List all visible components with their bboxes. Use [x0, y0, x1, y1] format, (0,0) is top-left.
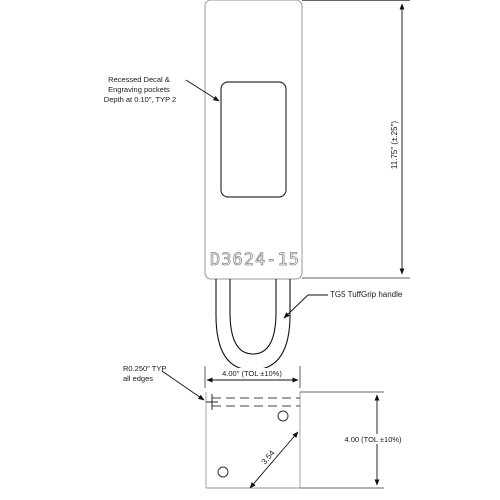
bottom-height-label: 4.00 (TOL ±10%) — [344, 435, 402, 444]
tuffgrip-handle — [215, 279, 291, 371]
mounting-hole-bottom — [217, 466, 229, 478]
handle-callout: TG5 TuffGrip handle — [283, 290, 403, 319]
recessed-pocket — [220, 81, 287, 198]
bottom-width-label: 4.00" (TOL ±10%) — [222, 369, 282, 378]
pocket-callout: Recessed Decal & Engraving pockets Depth… — [104, 75, 220, 104]
overall-length-dimension: 11.75" (±.25") — [302, 0, 410, 279]
pocket-callout-line-3: Depth at 0.10", TYP 2 — [104, 95, 176, 104]
bottom-tag-view — [205, 392, 301, 489]
mounting-hole-top — [277, 410, 289, 422]
part-number: D3624-15 — [210, 250, 300, 270]
hole-spacing-label: 3.54 — [260, 448, 277, 466]
pocket-callout-line-1: Recessed Decal & — [108, 75, 170, 84]
bottom-height-dimension: 4.00 (TOL ±10%) — [300, 391, 406, 489]
svg-text:Recessed Decal & Engravi: Recessed Decal & Engraving pockets Depth… — [104, 75, 176, 104]
overall-length-label: 11.75" (±.25") — [390, 121, 399, 170]
radius-callout: R0.250" TYP all edges — [123, 364, 205, 401]
handle-callout-label: TG5 TuffGrip handle — [330, 290, 403, 299]
radius-callout-line-2: all edges — [123, 374, 153, 383]
bottom-width-dimension: 4.00" (TOL ±10%) — [204, 366, 301, 388]
svg-text:R0.250" TYP all edges: R0.250" TYP all edges — [123, 364, 168, 383]
radius-callout-line-1: R0.250" TYP — [123, 364, 166, 373]
hole-spacing-dimension: 3.54 — [249, 431, 299, 489]
pocket-callout-line-2: Engraving pockets — [108, 85, 170, 94]
